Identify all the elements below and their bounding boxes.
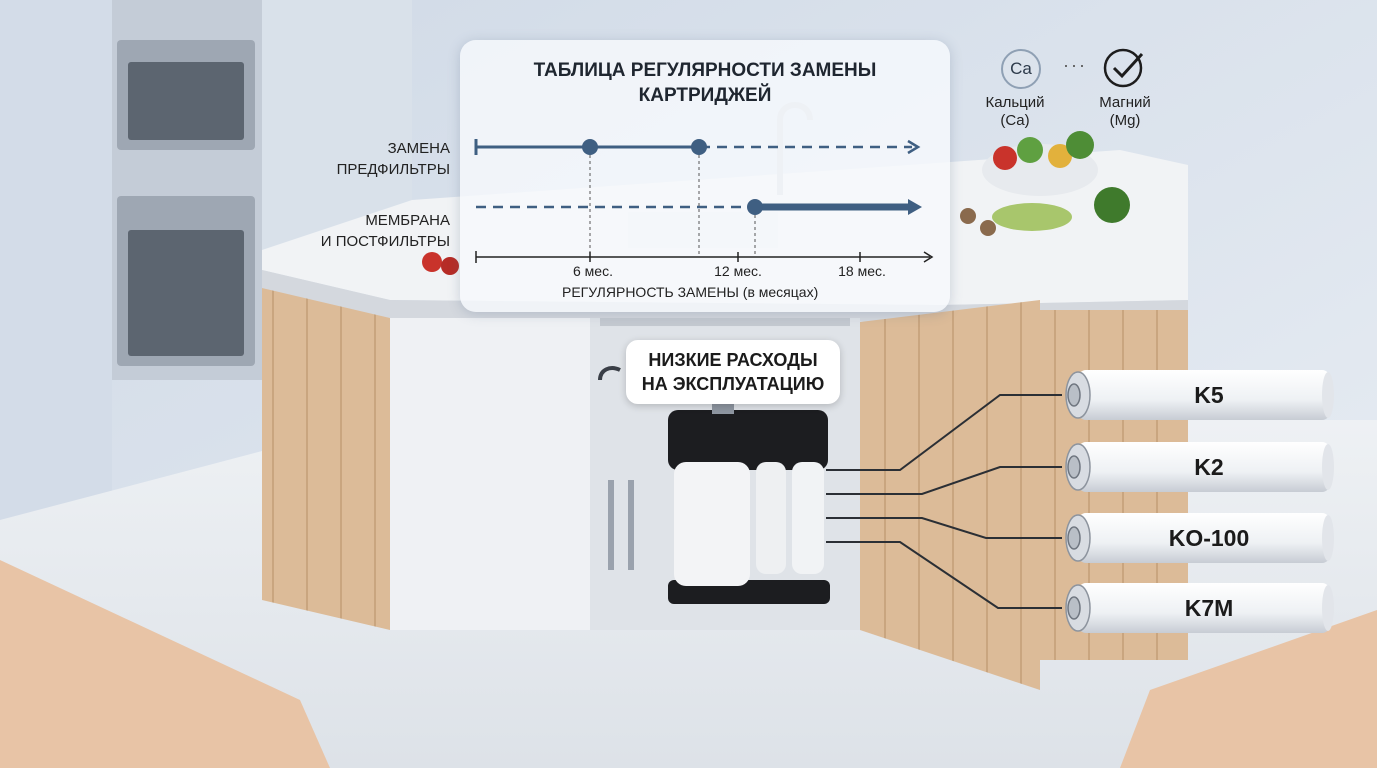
mineral-separator: ··· (1063, 55, 1087, 75)
magnesium-label-line2: (Mg) (1109, 112, 1141, 129)
cartridge-k2-label: K2 (1194, 454, 1224, 480)
calcium-label: Кальций (Ca) (970, 94, 1060, 130)
cartridge-ko100: KO-100 (1062, 511, 1336, 565)
row-label-membrane: МЕМБРАНА И ПОСТФИЛЬТРЫ (290, 210, 450, 252)
row2-label-line2: И ПОСТФИЛЬТРЫ (320, 233, 450, 250)
row2-label-line1: МЕМБРАНА (365, 212, 450, 229)
panel-title: ТАБЛИЦА РЕГУЛЯРНОСТИ ЗАМЕНЫ КАРТРИДЖЕЙ (460, 58, 950, 108)
cartridge-k5-label: K5 (1194, 382, 1224, 408)
cartridge-k2-shape (1065, 442, 1334, 492)
row1-label-line2: ПРЕДФИЛЬТРЫ (336, 161, 450, 178)
prefilter-marker-6 (582, 139, 598, 155)
low-cost-callout: НИЗКИЕ РАСХОДЫ НА ЭКСПЛУАТАЦИЮ (626, 340, 840, 404)
prefilter-marker-12 (691, 139, 707, 155)
membrane-marker-12 (747, 199, 763, 215)
cartridge-k5: K5 (1062, 368, 1336, 422)
calcium-symbol: Ca (1010, 59, 1032, 78)
calcium-label-line2: (Ca) (1000, 112, 1030, 129)
panel-title-line2: КАРТРИДЖЕЙ (638, 85, 772, 106)
magnesium-check-icon (1103, 48, 1144, 88)
cartridge-ko100-label: KO-100 (1168, 525, 1250, 551)
cartridge-k7m: K7M (1062, 581, 1336, 635)
cartridge-ko100-shape (1065, 513, 1334, 563)
calcium-icon: Ca (1001, 49, 1041, 89)
cartridge-k2: K2 (1062, 440, 1336, 494)
cartridge-k7m-label: K7M (1184, 595, 1234, 621)
prefilter-arrowhead (907, 139, 921, 155)
callout-line1: НИЗКИЕ РАСХОДЫ (648, 350, 818, 370)
tick-label-6: 6 мес. (573, 263, 613, 279)
cartridge-k7m-shape (1065, 583, 1334, 633)
magnesium-label: Магний (Mg) (1080, 94, 1170, 130)
magnesium-label-line1: Магний (1099, 94, 1151, 111)
axis-label: РЕГУЛЯРНОСТЬ ЗАМЕНЫ (в месяцах) (562, 284, 819, 300)
tick-label-12: 12 мес. (714, 263, 762, 279)
calcium-label-line1: Кальций (985, 94, 1045, 111)
x-axis-arrow (923, 251, 934, 263)
membrane-arrowhead (908, 199, 922, 215)
tick-label-18: 18 мес. (838, 263, 886, 279)
replacement-schedule-panel: ТАБЛИЦА РЕГУЛЯРНОСТИ ЗАМЕНЫ КАРТРИДЖЕЙ (460, 40, 950, 312)
cartridge-k5-shape (1065, 370, 1334, 420)
row1-label-line1: ЗАМЕНА (387, 140, 450, 157)
callout-line2: НА ЭКСПЛУАТАЦИЮ (641, 374, 825, 394)
row-label-prefilter: ЗАМЕНА ПРЕДФИЛЬТРЫ (290, 138, 450, 180)
panel-title-line1: ТАБЛИЦА РЕГУЛЯРНОСТИ ЗАМЕНЫ (533, 60, 877, 81)
